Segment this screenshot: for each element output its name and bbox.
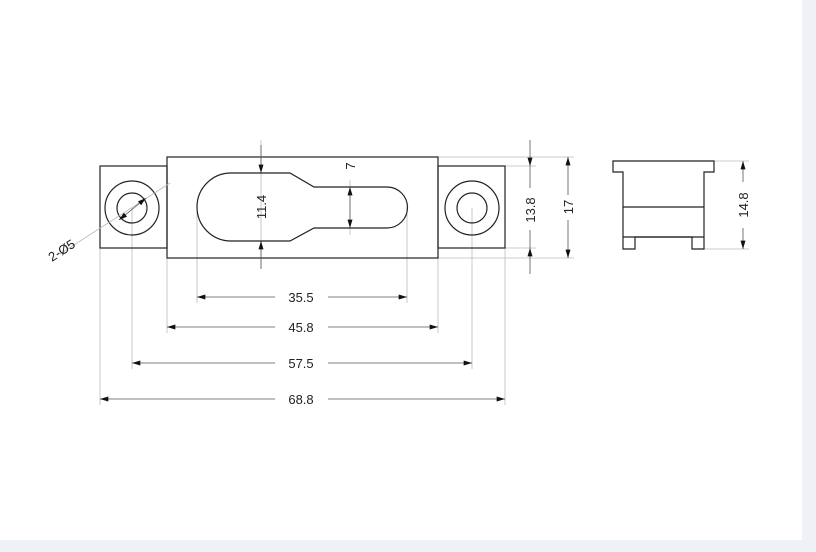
svg-text:13.8: 13.8 (523, 197, 538, 222)
left-counterbore (104, 180, 160, 236)
slot (196, 172, 409, 242)
side-view (612, 160, 715, 250)
dim-tab-height: 13.8 (523, 140, 538, 274)
extension-lines (99, 140, 749, 405)
dim-slot-narrow-width: 7 (343, 162, 358, 229)
right-hole (456, 192, 488, 224)
dim-body-height: 17 (561, 156, 576, 258)
right-tab (437, 165, 506, 249)
top-view (99, 156, 506, 259)
svg-text:68.8: 68.8 (288, 392, 313, 407)
dim-slot-length: 35.5 (196, 290, 407, 305)
main-body (166, 156, 439, 259)
technical-drawing: 35.5 45.8 57.5 68.8 11.4 7 13.8 17 (45, 140, 751, 407)
left-hole (116, 192, 148, 224)
svg-text:35.5: 35.5 (288, 290, 313, 305)
svg-text:17: 17 (561, 200, 576, 214)
dim-side-height: 14.8 (736, 160, 751, 250)
drawing-canvas: 35.5 45.8 57.5 68.8 11.4 7 13.8 17 (0, 0, 802, 540)
svg-text:14.8: 14.8 (736, 192, 751, 217)
svg-text:45.8: 45.8 (288, 320, 313, 335)
dim-overall-length: 68.8 (100, 392, 505, 407)
dim-body-length: 45.8 (166, 320, 438, 335)
svg-text:57.5: 57.5 (288, 356, 313, 371)
right-counterbore (444, 180, 500, 236)
svg-text:7: 7 (343, 162, 358, 169)
svg-text:2-Ø5: 2-Ø5 (45, 236, 77, 264)
dim-slot-width: 11.4 (254, 145, 269, 269)
svg-text:11.4: 11.4 (254, 195, 269, 219)
dim-hole-spacing: 57.5 (131, 356, 472, 371)
